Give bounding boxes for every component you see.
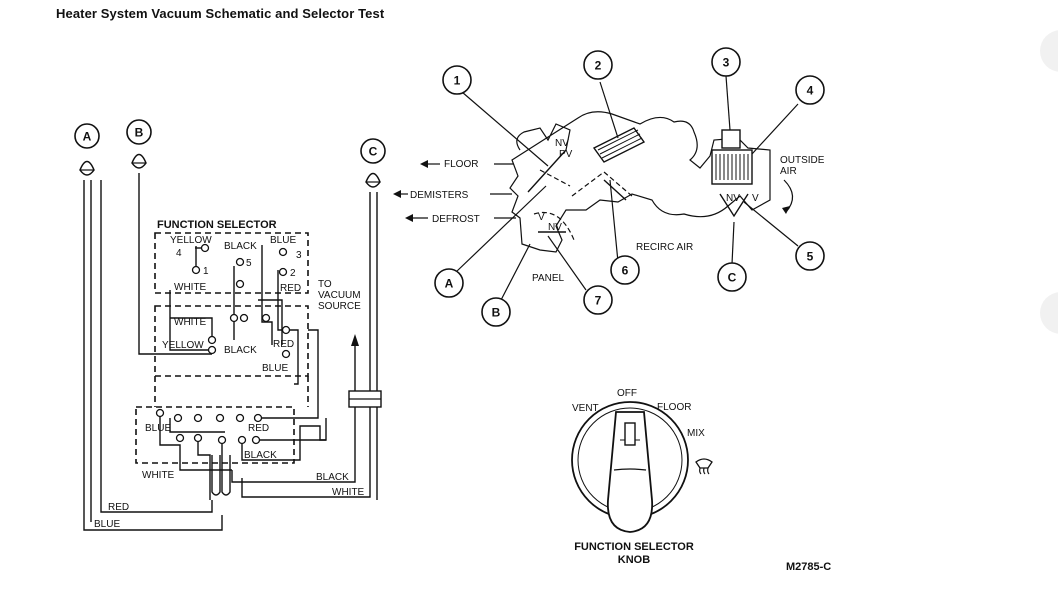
label-panel: PANEL (532, 273, 564, 284)
label-black-top: BLACK (224, 241, 257, 252)
label-red-low: RED (248, 423, 269, 434)
knob-off-label: OFF (617, 388, 637, 399)
function-selector-knob: OFF VENT FLOOR MIX FUNCTION SELECTOR KNO… (571, 388, 713, 566)
callout-3: 3 (711, 47, 741, 77)
label-red-bottom: RED (108, 502, 129, 513)
label-outside-air: AIR (780, 166, 797, 177)
label-port-4: 4 (176, 248, 182, 259)
label-blue-bottom: BLUE (94, 519, 120, 530)
callout-a: A (434, 268, 464, 298)
label-defrost: DEFROST (432, 214, 480, 225)
label-black-bottom: BLACK (316, 472, 349, 483)
label-blue-top: BLUE (270, 235, 296, 246)
svg-text:B: B (135, 126, 144, 140)
svg-text:5: 5 (807, 250, 814, 264)
label-v-panel: V (538, 212, 545, 223)
label-port-3: 3 (296, 250, 302, 261)
callout-4: 4 (795, 75, 825, 105)
knob-vent-label: VENT (572, 403, 599, 414)
callout-1: 1 (442, 65, 472, 95)
label-vacuum: VACUUM (318, 290, 361, 301)
figure-id: M2785-C (786, 561, 831, 573)
knob-mix-label: MIX (687, 428, 705, 439)
knob-floor-label: FLOOR (657, 402, 691, 413)
label-nv-panel: NV (548, 222, 562, 233)
hose-end-a (79, 160, 95, 176)
label-blue-mid: BLUE (262, 363, 288, 374)
callout-5: 5 (795, 241, 825, 271)
label-red-top: RED (280, 283, 301, 294)
svg-text:A: A (445, 277, 454, 291)
label-port-5: 5 (246, 258, 252, 269)
vacuum-hose-schematic: A B C (74, 119, 386, 531)
heater-core (592, 127, 646, 163)
svg-text:1: 1 (454, 74, 461, 88)
label-source: SOURCE (318, 301, 361, 312)
connector-a-callout: A (74, 123, 100, 149)
label-to: TO (318, 279, 332, 290)
label-port-2: 2 (290, 268, 296, 279)
viewer-side-button-middle[interactable] (1040, 292, 1058, 334)
callout-b: B (481, 297, 511, 327)
demisters-outlet (393, 190, 512, 198)
label-white-mid: WHITE (174, 317, 207, 328)
label-red-mid: RED (273, 339, 294, 350)
svg-text:A: A (83, 130, 92, 144)
svg-text:4: 4 (807, 84, 814, 98)
hose-end-b (131, 153, 147, 169)
callout-6: 6 (610, 255, 640, 285)
label-pv: PV (559, 149, 573, 160)
knob-caption-line2: KNOB (618, 554, 650, 566)
label-demisters: DEMISTERS (410, 190, 469, 201)
label-v-recirc: V (752, 193, 759, 204)
callout-2: 2 (583, 50, 613, 80)
svg-text:C: C (728, 271, 737, 285)
label-nv-top: NV (555, 138, 569, 149)
floor-outlet (420, 160, 514, 168)
svg-text:3: 3 (723, 56, 730, 70)
label-yellow-top: YELLOW (170, 235, 212, 246)
label-white-top: WHITE (174, 282, 207, 293)
label-nv-recirc: NV (726, 193, 740, 204)
hose-end-c (365, 172, 381, 188)
label-yellow-mid: YELLOW (162, 340, 204, 351)
label-white-bottom: WHITE (332, 487, 365, 498)
svg-text:C: C (369, 145, 378, 159)
connector-b-callout: B (126, 119, 152, 145)
knob-caption-line1: FUNCTION SELECTOR (574, 541, 694, 553)
function-selector-heading: FUNCTION SELECTOR (157, 219, 277, 231)
label-black-mid: BLACK (224, 345, 257, 356)
page-title: Heater System Vacuum Schematic and Selec… (56, 6, 385, 21)
label-black-low: BLACK (244, 450, 277, 461)
selector-ports (155, 243, 291, 445)
svg-text:2: 2 (595, 59, 602, 73)
svg-text:7: 7 (595, 294, 602, 308)
callout-c: C (717, 262, 747, 292)
connector-c-callout: C (360, 138, 386, 164)
airflow-door-diagram: FLOOR DEMISTERS DEFROST PANEL RECIRC AIR… (393, 47, 825, 327)
label-port-1: 1 (203, 266, 209, 277)
label-floor-outlet: FLOOR (444, 159, 478, 170)
label-recirc-air: RECIRC AIR (636, 242, 693, 253)
label-white-low: WHITE (142, 470, 175, 481)
svg-text:B: B (492, 306, 501, 320)
label-blue-low: BLUE (145, 423, 171, 434)
viewer-side-button-top[interactable] (1040, 30, 1058, 72)
svg-text:6: 6 (622, 264, 629, 278)
defrost-symbol-icon (695, 458, 713, 475)
label-outside: OUTSIDE (780, 155, 825, 166)
callout-7: 7 (583, 285, 613, 315)
